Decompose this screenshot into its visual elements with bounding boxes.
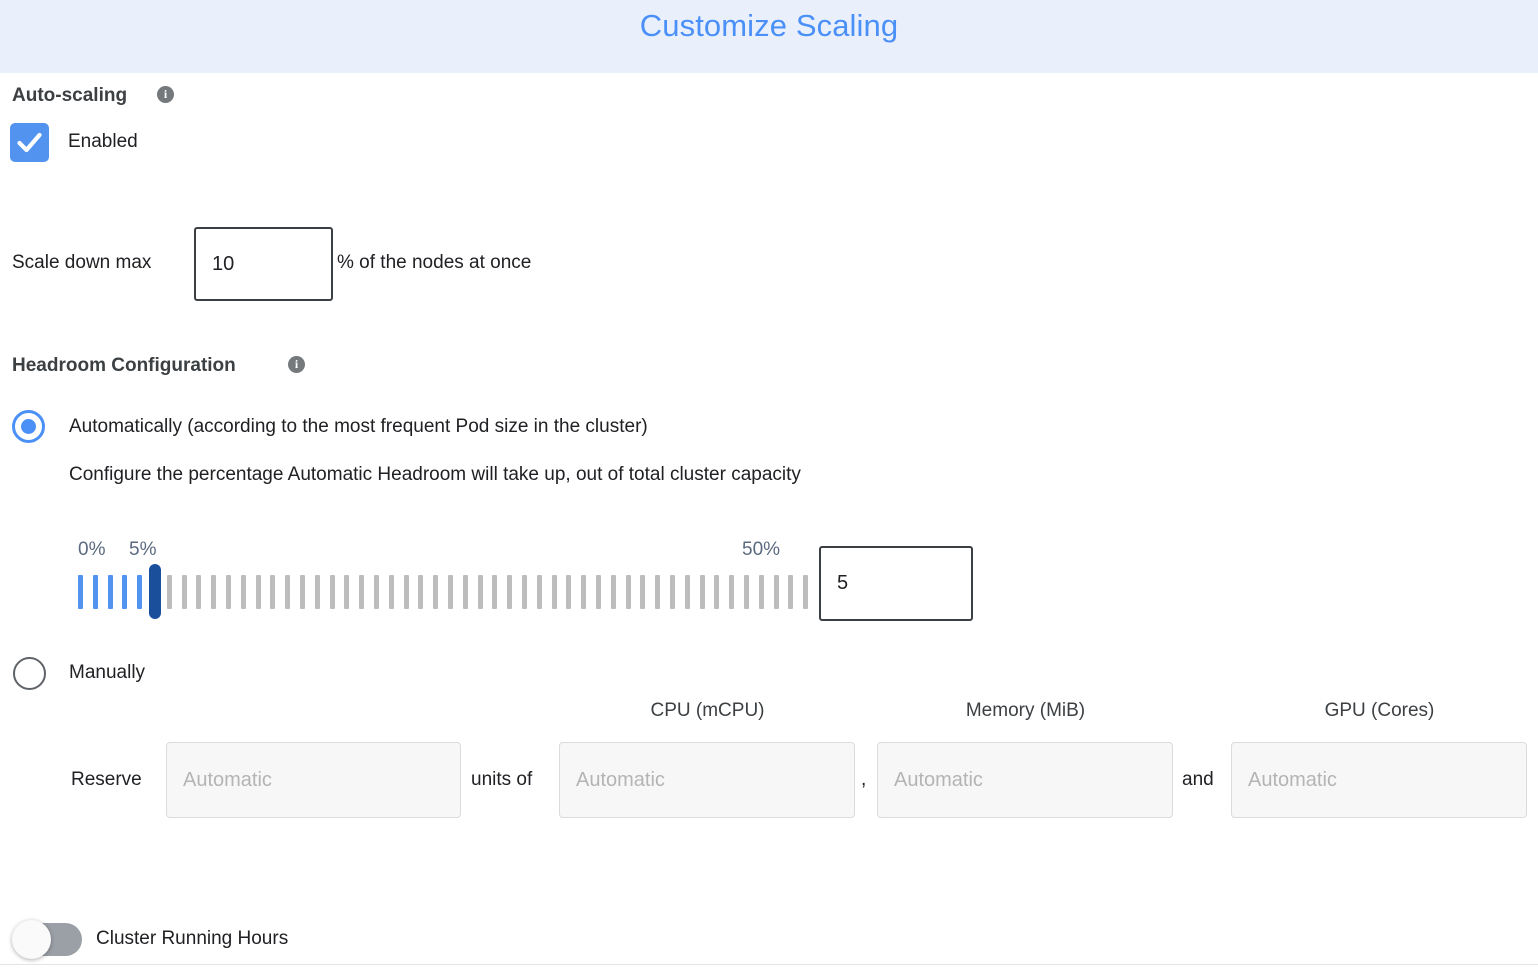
headroom-automatic-label: Automatically (according to the most fre…	[69, 416, 648, 437]
slider-tick[interactable]	[166, 575, 172, 609]
bottom-divider	[0, 964, 1538, 965]
reserve-label: Reserve	[71, 769, 142, 790]
units-of-label: units of	[471, 769, 533, 790]
auto-scaling-enabled-checkbox[interactable]	[10, 123, 49, 162]
slider-tick[interactable]	[699, 575, 705, 609]
slider-max-label: 50%	[742, 539, 781, 560]
dialog-header-band	[0, 0, 1538, 73]
slider-tick[interactable]	[581, 575, 587, 609]
headroom-percentage-slider[interactable]: 0% 5% 50%	[78, 535, 818, 630]
slider-tick[interactable]	[655, 575, 661, 609]
slider-tick[interactable]	[477, 575, 483, 609]
auto-scaling-info-icon[interactable]: i	[157, 86, 174, 103]
slider-tick[interactable]	[300, 575, 305, 609]
column-header-memory: Memory (MiB)	[965, 700, 1086, 721]
slider-tick[interactable]	[270, 575, 276, 609]
slider-tick[interactable]	[329, 575, 335, 609]
slider-tick[interactable]	[758, 575, 764, 609]
slider-min-label: 0%	[78, 539, 106, 560]
reserve-units-input[interactable]	[166, 742, 461, 818]
slider-tick[interactable]	[522, 575, 527, 609]
reserve-gpu-input[interactable]	[1231, 742, 1527, 818]
and-separator: and	[1182, 769, 1214, 790]
page-title: Customize Scaling	[639, 8, 899, 43]
auto-scaling-section-label: Auto-scaling	[12, 85, 128, 106]
slider-tick[interactable]	[137, 575, 143, 609]
headroom-automatic-description: Configure the percentage Automatic Headr…	[69, 464, 801, 485]
slider-tick[interactable]	[714, 575, 720, 609]
slider-tick[interactable]	[359, 575, 365, 609]
slider-tick[interactable]	[492, 575, 498, 609]
checkmark-icon	[17, 132, 42, 153]
slider-tick[interactable]	[670, 575, 675, 609]
column-header-cpu: CPU (mCPU)	[650, 700, 765, 721]
slider-tick[interactable]	[729, 575, 735, 609]
slider-tick[interactable]	[181, 575, 187, 609]
scale-down-max-suffix: % of the nodes at once	[337, 252, 532, 273]
headroom-radio-automatic[interactable]	[12, 410, 45, 443]
slider-tick[interactable]	[418, 575, 424, 609]
slider-tick[interactable]	[551, 575, 557, 609]
headroom-manually-label: Manually	[69, 662, 146, 683]
scale-down-max-input[interactable]	[194, 227, 333, 301]
cluster-running-hours-label: Cluster Running Hours	[96, 928, 289, 949]
slider-tick[interactable]	[610, 575, 616, 609]
column-header-gpu: GPU (Cores)	[1324, 700, 1435, 721]
slider-tick[interactable]	[462, 575, 468, 609]
slider-tick[interactable]	[240, 575, 246, 609]
headroom-radio-manually[interactable]	[13, 657, 46, 690]
slider-tick[interactable]	[107, 575, 113, 609]
slider-tick[interactable]	[403, 575, 409, 609]
slider-tick[interactable]	[507, 575, 513, 609]
headroom-configuration-section-label: Headroom Configuration	[12, 355, 236, 376]
slider-tick[interactable]	[374, 575, 379, 609]
headroom-percentage-input[interactable]	[819, 546, 973, 621]
slider-tick[interactable]	[744, 575, 749, 609]
scale-down-max-label: Scale down max	[12, 252, 152, 273]
reserve-memory-input[interactable]	[877, 742, 1173, 818]
slider-tick[interactable]	[625, 575, 631, 609]
cluster-running-hours-toggle[interactable]	[12, 920, 82, 959]
slider-tick[interactable]	[448, 575, 453, 609]
slider-tick[interactable]	[196, 575, 202, 609]
slider-tick[interactable]	[773, 575, 779, 609]
slider-tick[interactable]	[536, 575, 542, 609]
toggle-knob	[12, 920, 51, 959]
slider-thumb[interactable]	[149, 564, 161, 619]
slider-tick[interactable]	[596, 575, 601, 609]
comma-separator: ,	[861, 769, 867, 790]
slider-tick[interactable]	[211, 575, 217, 609]
slider-current-label: 5%	[129, 539, 157, 560]
slider-tick[interactable]	[344, 575, 350, 609]
slider-tick[interactable]	[314, 575, 320, 609]
slider-tick[interactable]	[566, 575, 572, 609]
auto-scaling-enabled-label: Enabled	[68, 131, 138, 152]
slider-tick[interactable]	[226, 575, 231, 609]
slider-tick[interactable]	[803, 575, 809, 609]
slider-tick[interactable]	[285, 575, 291, 609]
slider-tick[interactable]	[433, 575, 439, 609]
slider-tick[interactable]	[78, 575, 83, 609]
headroom-configuration-info-icon[interactable]: i	[288, 356, 305, 373]
slider-tick[interactable]	[640, 575, 646, 609]
slider-tick[interactable]	[255, 575, 261, 609]
slider-tick[interactable]	[684, 575, 690, 609]
reserve-cpu-input[interactable]	[559, 742, 855, 818]
slider-tick[interactable]	[122, 575, 128, 609]
slider-tick[interactable]	[788, 575, 794, 609]
slider-tick[interactable]	[92, 575, 98, 609]
slider-tick[interactable]	[388, 575, 394, 609]
